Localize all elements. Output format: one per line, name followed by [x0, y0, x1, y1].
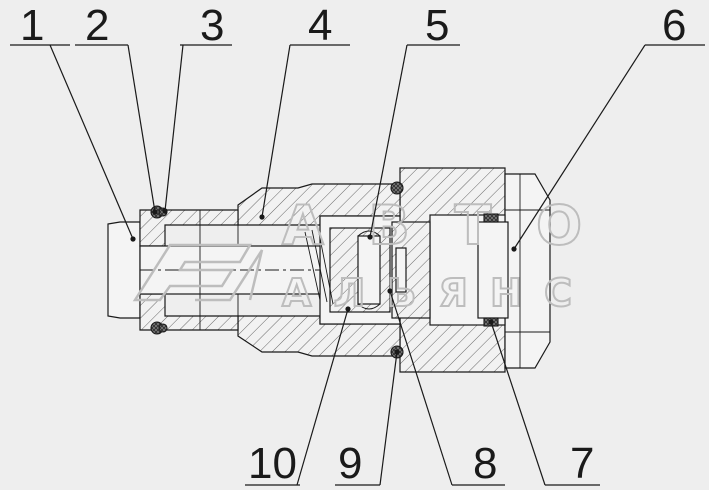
callout-label-5: 5 — [425, 1, 449, 50]
logo-icon — [132, 243, 264, 302]
callout-label-4: 4 — [308, 1, 332, 50]
callout-label-1: 1 — [20, 1, 44, 50]
part-6-nut — [399, 167, 551, 373]
part-8-seat — [391, 221, 431, 319]
callout-label-10: 10 — [248, 439, 297, 488]
callout-label-3: 3 — [200, 1, 224, 50]
callout-label-9: 9 — [338, 439, 362, 488]
callout-label-2: 2 — [85, 1, 109, 50]
part-5-valve — [304, 227, 391, 313]
callout-label-8: 8 — [473, 439, 497, 488]
callout-label-7: 7 — [570, 439, 594, 488]
callout-group: 1 2 3 4 5 6 10 9 8 — [10, 1, 705, 488]
callout-label-6: 6 — [662, 1, 686, 50]
